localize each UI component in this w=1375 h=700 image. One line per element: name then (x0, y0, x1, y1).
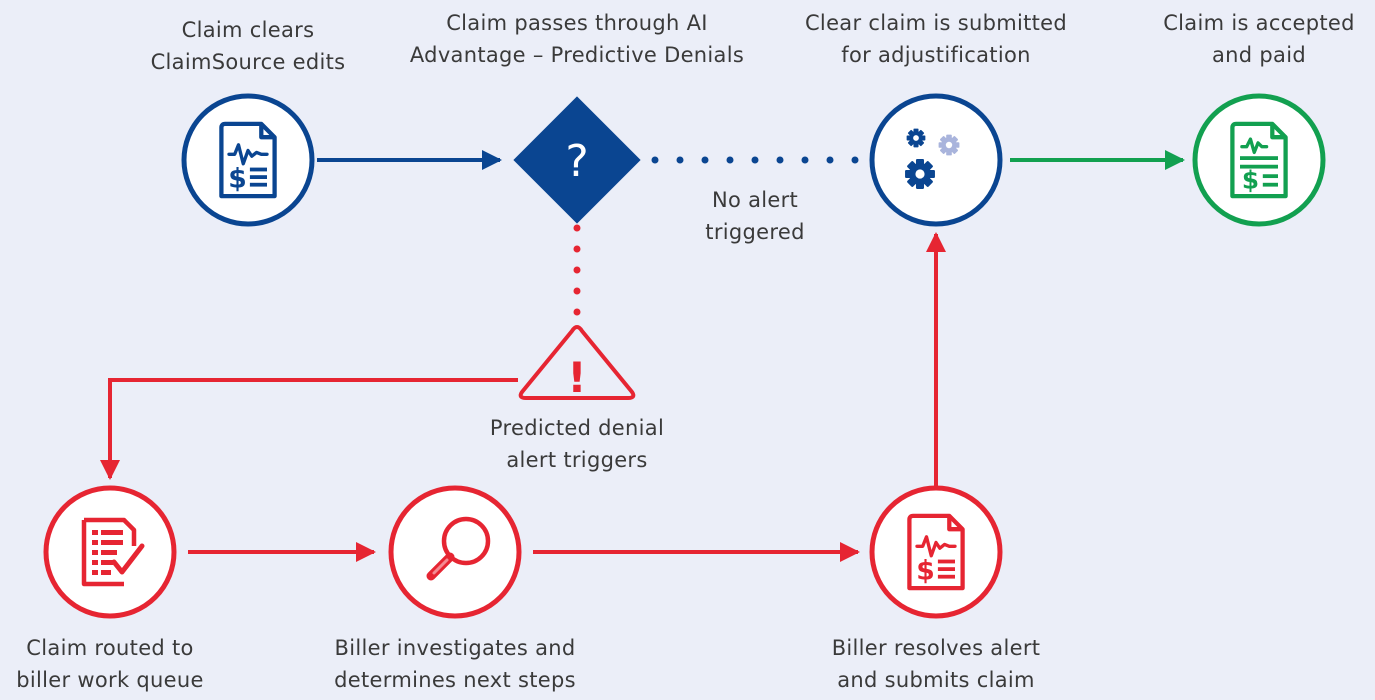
label-biller-investigates: Biller investigates and determines next … (334, 636, 576, 692)
node-alert-triggers: ! (518, 325, 636, 402)
label-no-alert: No alert triggered (705, 188, 805, 244)
node-biller-investigates (388, 485, 522, 619)
label-claim-submitted: Clear claim is submitted for adjustifica… (804, 11, 1068, 67)
arrow-alert-to-routed (100, 378, 518, 480)
warning-triangle-icon: ! (567, 353, 586, 402)
checklist-icon (81, 517, 145, 587)
node-claim-submitted (869, 93, 1003, 227)
node-claim-routed (43, 485, 177, 619)
label-claim-paid: Claim is accepted and paid (1163, 11, 1355, 67)
label-claim-clears: Claim clears ClaimSource edits (150, 18, 346, 74)
paid-document-icon: $ (1230, 121, 1288, 199)
question-diamond-icon: ? (565, 136, 588, 187)
node-biller-resolves (869, 485, 1003, 619)
magnifier-icon (426, 516, 491, 581)
node-claim-clears (181, 93, 315, 227)
node-claim-paid: $ (1192, 93, 1326, 227)
label-predictive-denials: Claim passes through AI Advantage – Pred… (409, 11, 745, 67)
label-biller-resolves: Biller resolves alert and submits claim (831, 636, 1041, 692)
svg-text:$: $ (1242, 166, 1259, 195)
label-claim-routed: Claim routed to biller work queue (16, 636, 204, 692)
label-alert-triggers: Predicted denial alert triggers (489, 416, 665, 472)
node-predictive-denials: ? (513, 96, 641, 224)
